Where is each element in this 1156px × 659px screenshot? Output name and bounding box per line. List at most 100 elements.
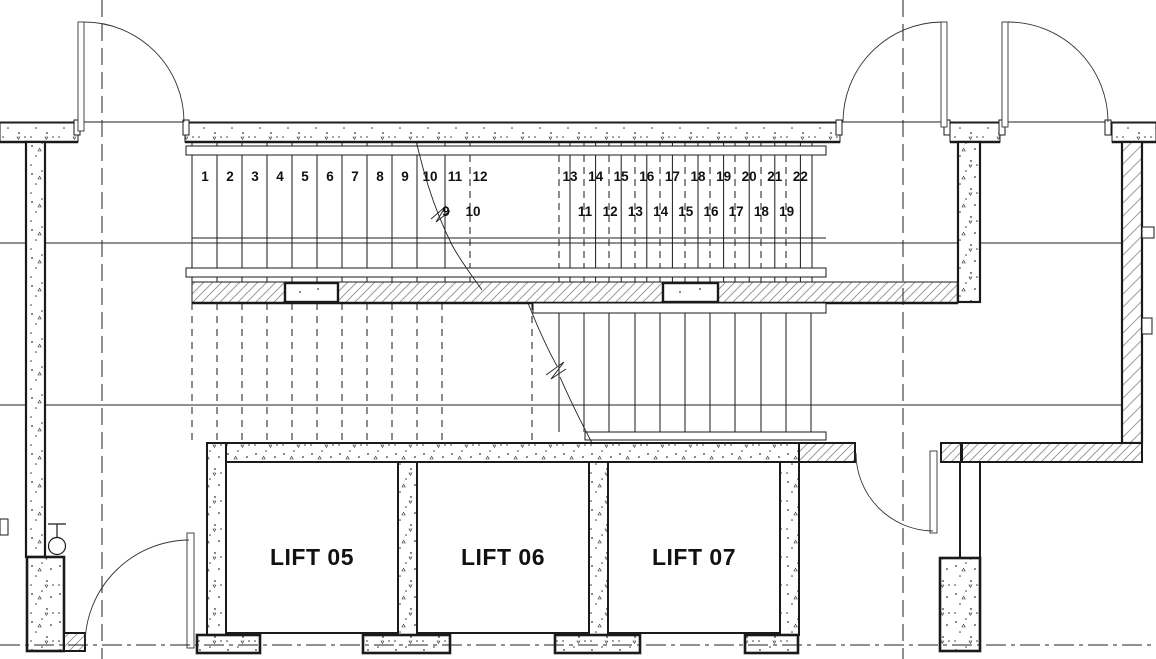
door-pier: [949, 122, 1001, 143]
wall-stub-lower: [1141, 317, 1153, 335]
tread-number: 18: [754, 204, 770, 219]
lift-core-left-wall: [206, 442, 227, 654]
tread-number: 17: [665, 169, 680, 184]
tread-number: 18: [690, 169, 706, 184]
door-stop-fixture: [47, 523, 67, 556]
doors: [77, 21, 1109, 649]
hidden-flight-dashed: [191, 303, 533, 443]
lift-07-label: LIFT 07: [652, 544, 736, 570]
left-wall: [0, 140, 86, 653]
break-zigzag-upper: [430, 205, 451, 223]
tread-lines-left-solid: [191, 143, 446, 282]
tread-number: 22: [793, 169, 808, 184]
landing-hatch-band: [191, 281, 960, 305]
lower-stringer-bottom: [584, 431, 827, 441]
lower-tread-lines: [558, 313, 812, 432]
exterior-wall-top: [0, 119, 1156, 144]
lobby-door-jamb-right: [940, 442, 962, 463]
right-inner-wall: [956, 140, 982, 304]
tread-number: 3: [251, 169, 259, 184]
tread-number: 10: [422, 169, 437, 184]
landing-support-block-left: [283, 281, 340, 304]
door-jamb-block: [63, 632, 86, 652]
tread-number: 11: [578, 204, 593, 219]
tread-number: 16: [703, 204, 719, 219]
stair-stringer-top: [185, 145, 827, 156]
shaft-wall-strip: [959, 461, 981, 559]
tread-number: 19: [779, 204, 794, 219]
tread-number: 12: [603, 204, 618, 219]
lift-05-label: LIFT 05: [270, 544, 354, 570]
tread-number: 4: [276, 169, 284, 184]
tread-number: 6: [326, 169, 334, 184]
tread-number: 8: [376, 169, 384, 184]
stair-stringer-bottom: [185, 267, 827, 278]
door-top-left: [77, 21, 185, 132]
lift-06-shaft: [416, 461, 590, 634]
tread-number: 14: [653, 204, 669, 219]
door-swing-arc: [84, 539, 190, 645]
door-bottom-left: [84, 532, 195, 649]
tread-number: 13: [628, 204, 644, 219]
door-leaf: [77, 21, 85, 132]
tread-number: 12: [472, 169, 487, 184]
break-zigzag-lower: [545, 361, 567, 380]
tread-number: 15: [614, 169, 630, 184]
stair-lower-flight: [191, 302, 827, 443]
right-column: [938, 556, 982, 653]
lift-06-label: LIFT 06: [461, 544, 545, 570]
tread-number: 11: [448, 169, 463, 184]
door-swing-arc: [83, 21, 185, 123]
tread-numbers-flight-b-left: 9 10: [442, 204, 480, 219]
tread-number: 20: [742, 169, 757, 184]
right-lobby-wall: [961, 442, 1143, 463]
stair-upper-flight: [185, 143, 827, 282]
tread-numbers-flight-b-right: 11 12 13 14 15 16 17 18 19: [578, 204, 794, 219]
tread-number: 16: [639, 169, 655, 184]
tread-number: 2: [226, 169, 234, 184]
door-swing-arc: [855, 452, 934, 532]
tread-number: 13: [562, 169, 578, 184]
stair-break-line: [411, 122, 593, 444]
tread-number: 15: [678, 204, 694, 219]
tread-number: 5: [301, 169, 309, 184]
door-swing-arc: [842, 21, 942, 123]
left-column: [25, 555, 66, 653]
lower-stringer-top: [532, 302, 827, 314]
tread-number: 19: [716, 169, 731, 184]
tread-lines-right-solid: [569, 143, 813, 282]
lift-core-top-wall: [206, 442, 800, 463]
door-leaf: [186, 532, 195, 649]
door-leaf: [929, 450, 938, 534]
tread-number: 17: [729, 204, 744, 219]
lift-core-right-wall: [779, 461, 800, 636]
lift-door-jamb-feet: [195, 633, 800, 655]
door-swing-arc: [1007, 21, 1109, 123]
tread-number: 1: [201, 169, 209, 184]
wall-niche: [0, 518, 9, 536]
landing-support-block-right: [661, 281, 720, 304]
door-leaf: [1001, 21, 1009, 128]
reference-lines: [0, 121, 1156, 406]
tread-number: 9: [401, 169, 409, 184]
tread-number: 9: [442, 204, 450, 219]
lift-05-shaft: [225, 461, 399, 634]
tread-number: 10: [465, 204, 480, 219]
door-top-right-1: [842, 21, 948, 128]
wall-stub-upper: [1141, 226, 1155, 239]
door-leaf: [940, 21, 948, 128]
lift-divider-wall-1: [397, 461, 418, 636]
lobby-door-jamb-left: [798, 442, 856, 463]
lift-divider-wall-2: [588, 461, 609, 636]
tread-number: 21: [767, 169, 783, 184]
tread-number: 7: [351, 169, 359, 184]
door-lobby-right: [855, 450, 938, 534]
lift-core: [195, 442, 962, 655]
right-exterior-wall: [938, 140, 1155, 653]
door-top-right-2: [1001, 21, 1109, 128]
